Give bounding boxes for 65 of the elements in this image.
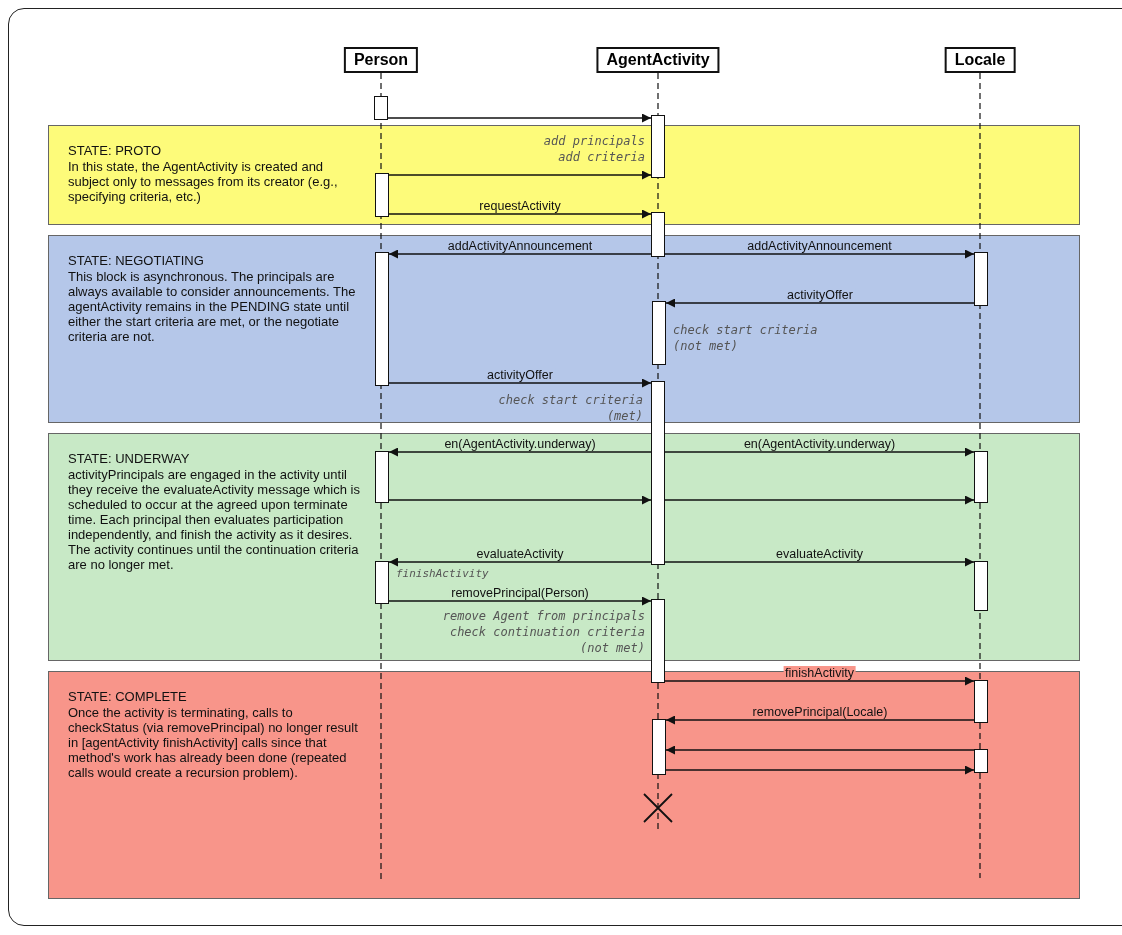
message-label: evaluateActivity: [474, 547, 566, 561]
lifeline-header: Locale: [944, 47, 1016, 73]
message-label: requestActivity: [477, 199, 563, 213]
message-label: evaluateActivity: [774, 547, 865, 561]
message-arrow: [665, 765, 975, 775]
activation-bar: [652, 301, 666, 365]
message-label: activityOffer: [785, 288, 855, 302]
activation-bar: [375, 451, 389, 503]
note-text: finishActivity: [396, 568, 489, 580]
activation-bar: [974, 749, 988, 773]
message-label: addActivityAnnouncement: [445, 239, 595, 253]
note-text: check start criteria (met): [497, 392, 643, 424]
message-arrow: [665, 298, 975, 308]
message-arrow: [664, 447, 975, 457]
message-arrow: [388, 557, 652, 567]
message-label: finishActivity: [783, 666, 856, 680]
state-heading: STATE: UNDERWAY: [68, 451, 191, 466]
state-description: Once the activity is terminating, calls to checkStatus (via removePrincipal) no longer result in [agentActivity finishActivity] calls since that method's work has already been done (repeated calls would create a recursion problem).: [68, 705, 359, 780]
message-arrow: [664, 557, 975, 567]
message-arrow: [664, 249, 975, 259]
message-label: en(AgentActivity.underway): [442, 437, 598, 451]
activation-bar: [374, 96, 388, 120]
message-label: removePrincipal(Person): [449, 586, 591, 600]
message-arrow: [664, 676, 975, 686]
activation-bar: [652, 719, 666, 775]
activation-bar: [974, 561, 988, 611]
activation-bar: [974, 252, 988, 306]
activation-bar: [651, 599, 665, 683]
state-band: [48, 125, 1080, 225]
note-text: remove Agent from principals check continuation criteria (not met): [441, 608, 645, 656]
activation-bar: [651, 212, 665, 257]
state-heading: STATE: NEGOTIATING: [68, 253, 205, 268]
message-arrow: [665, 745, 975, 755]
activation-bar: [375, 252, 389, 386]
message-arrow: [388, 447, 652, 457]
activation-bar: [651, 381, 665, 565]
state-description: activityPrincipals are engaged in the activity until they receive the evaluateActivity message which is scheduled to occur at the agreed upon terminate time. Each principal then evaluates participation independently, and finish the activity as it desires. The activity continues until the continuation criteria are no longer met.: [68, 467, 360, 572]
lifeline-header: AgentActivity: [596, 47, 720, 73]
activation-bar: [974, 680, 988, 723]
state-heading: STATE: COMPLETE: [68, 689, 188, 704]
message-label: activityOffer: [485, 368, 555, 382]
state-band: [48, 433, 1080, 661]
state-description: In this state, the AgentActivity is created and subject only to messages from its creator (e.g., specifying criteria, etc.): [68, 159, 339, 204]
message-arrow: [664, 495, 975, 505]
message-arrow: [665, 715, 975, 725]
activation-bar: [375, 173, 389, 217]
activation-bar: [974, 451, 988, 503]
message-label: en(AgentActivity.underway): [741, 437, 898, 451]
message-arrow: [388, 596, 652, 606]
activation-bar: [651, 115, 665, 178]
message-arrow: [388, 209, 652, 219]
note-text: add principals add criteria: [542, 133, 645, 165]
state-description: This block is asynchronous. The principals are always available to consider announcements. The agentActivity remains in the PENDING state until either the start criteria are met, or the negotiate criteria are not.: [68, 269, 357, 344]
message-arrow: [388, 249, 652, 259]
message-arrow: [388, 378, 652, 388]
message-label: addActivityAnnouncement: [745, 239, 894, 253]
message-label: removePrincipal(Locale): [750, 705, 890, 719]
state-heading: STATE: PROTO: [68, 143, 163, 158]
lifeline-header: Person: [343, 47, 419, 73]
message-arrow: [388, 495, 652, 505]
message-arrow: [387, 113, 652, 123]
state-band: [48, 235, 1080, 423]
note-text: check start criteria (not met): [673, 322, 819, 354]
activation-bar: [375, 561, 389, 604]
message-arrow: [388, 170, 652, 180]
